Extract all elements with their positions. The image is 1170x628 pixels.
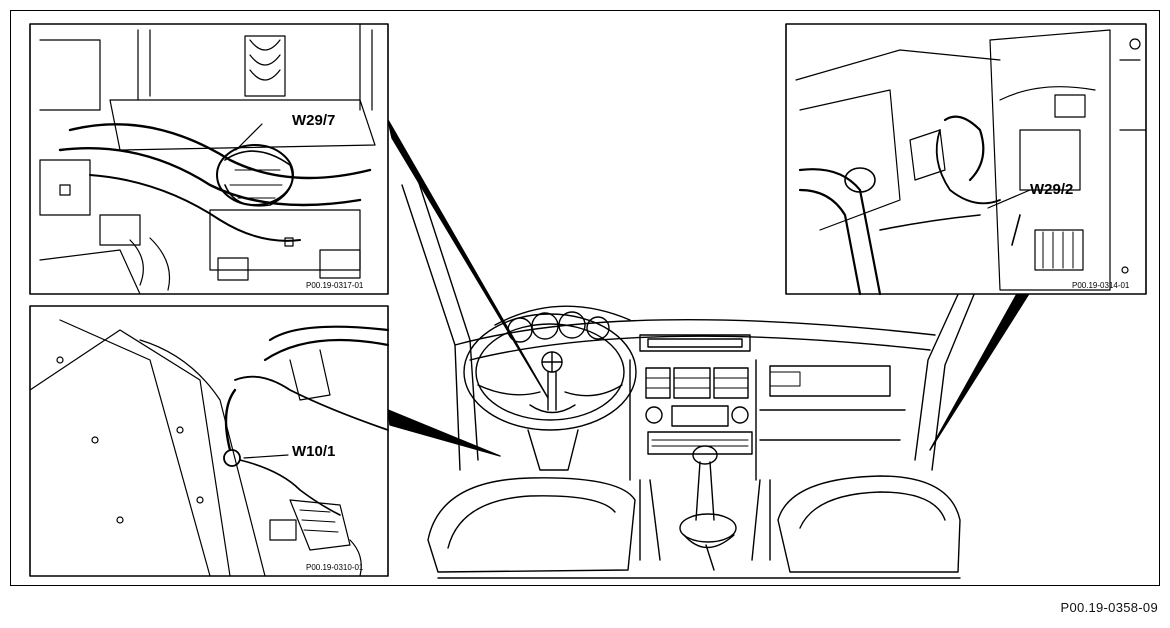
leader-top-left	[387, 119, 549, 399]
vehicle-interior-view	[401, 179, 976, 579]
label-w10-1: W10/1	[292, 443, 335, 460]
figure-id: P00.19-0358-09	[1060, 600, 1158, 615]
leader-wedges	[387, 119, 1031, 457]
label-leader-w29-7	[235, 123, 263, 151]
label-w29-7: W29/7	[292, 112, 335, 129]
label-leader-w10-1	[243, 454, 289, 459]
label-w29-2: W29/2	[1030, 181, 1073, 198]
leader-top-right	[929, 291, 1031, 451]
inset-bottom-left: W10/1 P00.19-0310-01	[29, 305, 390, 577]
inset-top-left: W29/7 P00.19-0317-01	[29, 23, 389, 295]
leader-bottom-left	[387, 409, 501, 457]
label-leader-w29-2	[987, 189, 1031, 209]
ref-code-top-right: P00.19-0314-01	[1072, 281, 1130, 290]
ref-code-bottom-left: P00.19-0310-01	[306, 563, 364, 572]
ref-code-top-left: P00.19-0317-01	[306, 281, 364, 290]
inset-top-right: W29/2 P00.19-0314-01	[785, 23, 1147, 296]
